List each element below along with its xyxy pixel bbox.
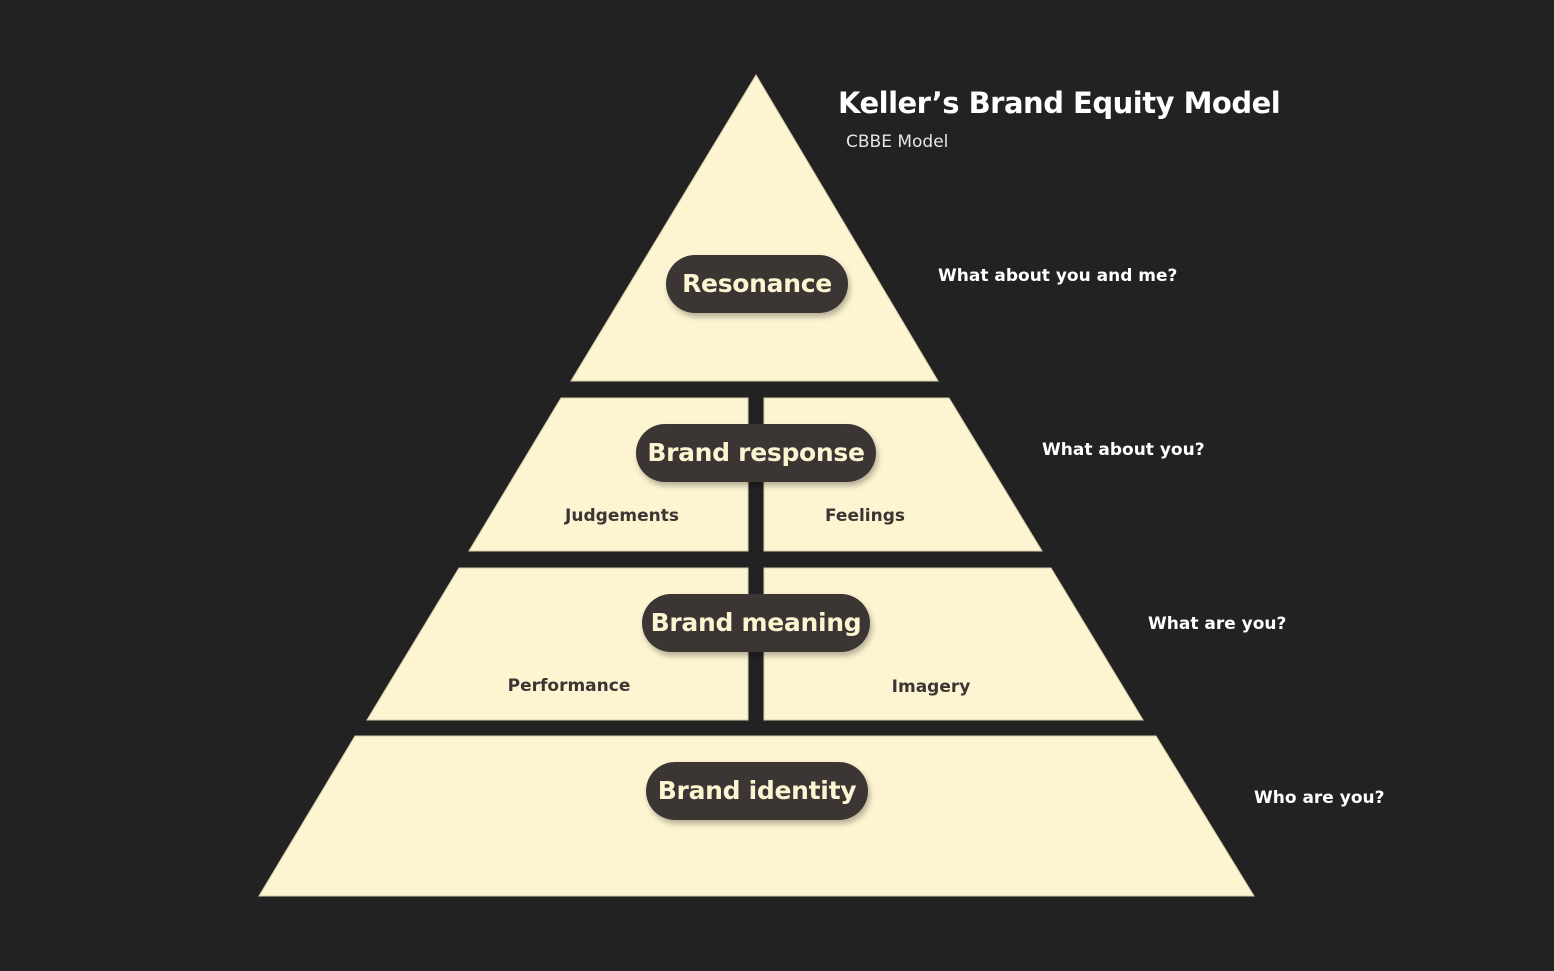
sub-label-feelings: Feelings <box>824 506 906 526</box>
level-label-brand-meaning: Brand meaning <box>642 594 870 652</box>
diagram-title: Keller’s Brand Equity Model <box>838 86 1281 120</box>
level-label-brand-response: Brand response <box>636 424 876 482</box>
sub-label-performance: Performance <box>507 676 631 696</box>
level-question-brand-response: What about you? <box>1042 440 1205 460</box>
sub-label-imagery: Imagery <box>891 677 971 697</box>
level-question-brand-identity: Who are you? <box>1254 788 1385 808</box>
level-label-resonance: Resonance <box>666 255 848 313</box>
level-label-brand-identity: Brand identity <box>646 762 868 820</box>
level-question-resonance: What about you and me? <box>938 266 1178 286</box>
sub-label-judgements: Judgements <box>565 506 679 526</box>
diagram-subtitle: CBBE Model <box>846 132 949 152</box>
pyramid-tier-resonance <box>570 74 939 382</box>
level-question-brand-meaning: What are you? <box>1148 614 1287 634</box>
